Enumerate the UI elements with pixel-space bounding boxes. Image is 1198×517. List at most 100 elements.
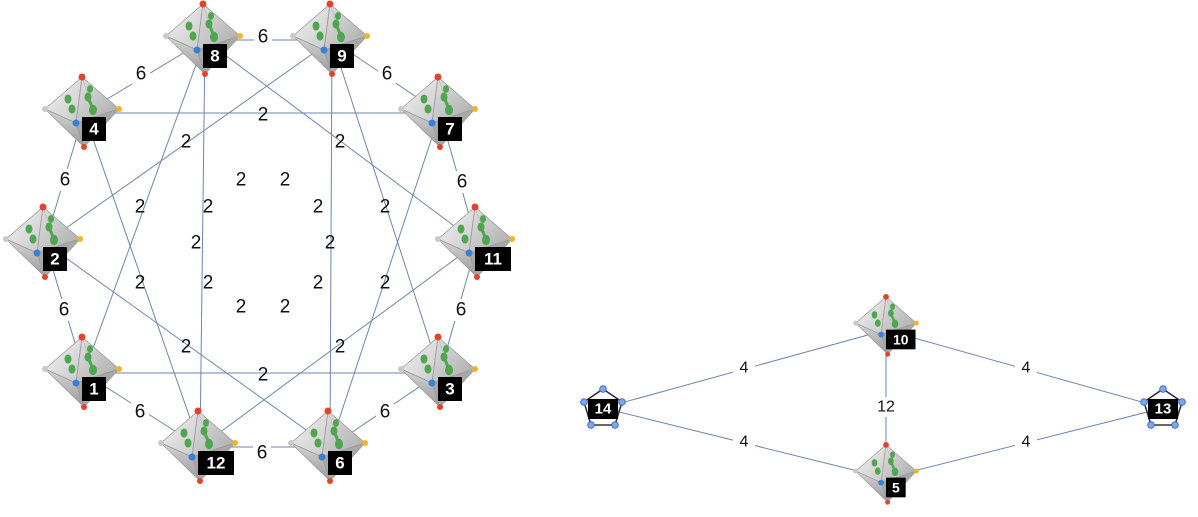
chord-11-12 — [199, 242, 478, 448]
edge-label-2-4: 6 — [60, 170, 71, 191]
chord-label: 2 — [280, 170, 291, 191]
edge-label-bg — [132, 63, 150, 85]
node-label-bg — [886, 477, 906, 498]
node-2[interactable]: 2 — [3, 203, 83, 281]
edge-label-14-10: 4 — [740, 360, 749, 377]
node-5[interactable]: 5 — [853, 441, 919, 505]
node-label-bg — [1148, 399, 1178, 419]
node-label-bg — [203, 44, 227, 68]
chord-label: 2 — [236, 297, 247, 318]
chord-label: 2 — [181, 337, 192, 358]
chord-label: 2 — [335, 337, 346, 358]
octahedron-icon — [853, 441, 919, 505]
node-10[interactable]: 10 — [853, 293, 919, 357]
chord-9-3 — [331, 39, 441, 374]
node-7[interactable]: 7 — [398, 73, 478, 151]
node-3[interactable]: 3 — [398, 333, 478, 411]
edge-label-bg — [56, 169, 74, 191]
octahedron-icon — [435, 203, 515, 280]
node-1[interactable]: 1 — [42, 333, 122, 411]
chord-label: 2 — [135, 273, 146, 294]
node-label-bg — [438, 377, 462, 401]
node-11[interactable]: 11 — [435, 203, 515, 281]
chord-label: 2 — [313, 197, 324, 218]
octahedron-icon — [398, 73, 478, 150]
edge-label-bg — [453, 171, 471, 193]
edge-label-9-7: 6 — [382, 64, 393, 85]
node-6[interactable]: 6 — [288, 407, 368, 485]
chord-label: 2 — [191, 233, 202, 254]
edge-label-6-12: 6 — [257, 443, 268, 464]
node-label: 4 — [89, 120, 99, 139]
chord-label: 2 — [380, 273, 391, 294]
chord-label: 2 — [135, 197, 146, 218]
node-label-bg — [330, 44, 354, 68]
node-label-bg — [886, 329, 916, 350]
node-4[interactable]: 4 — [42, 73, 122, 151]
node-label: 8 — [210, 47, 219, 66]
node-8[interactable]: 8 — [163, 0, 243, 78]
chord-label: 2 — [203, 273, 214, 294]
chord-label: 2 — [258, 105, 269, 126]
chord-1-8 — [83, 39, 206, 374]
edge-label-bg — [376, 401, 394, 423]
edge-label-bg — [452, 299, 470, 321]
edge-label-4-8: 6 — [136, 64, 147, 85]
node-label: 1 — [89, 380, 98, 399]
edge-label-7-11: 6 — [457, 172, 468, 193]
node-label-bg — [475, 247, 511, 271]
edge-label-bg — [733, 432, 755, 452]
node-label: 12 — [207, 454, 226, 473]
chord-label: 2 — [335, 132, 346, 153]
chord-label: 2 — [325, 233, 336, 254]
node-label: 5 — [892, 479, 900, 495]
chord-label: 2 — [280, 297, 291, 318]
edge-label-bg — [253, 442, 271, 464]
chord-label: 2 — [203, 197, 214, 218]
chord-label: 2 — [258, 365, 269, 386]
chord-6-2 — [44, 242, 331, 448]
chord-2-9 — [44, 39, 333, 244]
chord-6-9 — [329, 39, 333, 448]
edge-label-10-5: 12 — [877, 399, 895, 416]
node-label-bg — [328, 451, 352, 475]
chord-7-6 — [329, 112, 441, 448]
node-label-bg — [43, 247, 67, 271]
node-13[interactable]: 13 — [1140, 385, 1186, 429]
node-label: 7 — [445, 120, 454, 139]
chord-label: 2 — [313, 273, 324, 294]
edge-label-1-2: 6 — [59, 300, 70, 321]
node-label-bg — [438, 117, 462, 141]
edge-label-12-1: 6 — [135, 402, 146, 423]
edge-label-bg — [254, 26, 272, 48]
node-label: 13 — [1155, 401, 1172, 418]
chord-label: 2 — [181, 132, 192, 153]
node-label: 10 — [893, 331, 909, 347]
node-14[interactable]: 14 — [580, 385, 626, 429]
edge-label-bg — [875, 397, 897, 417]
node-12[interactable]: 12 — [158, 407, 238, 485]
edge-label-bg — [55, 299, 73, 321]
node-label: 6 — [335, 454, 344, 473]
chord-12-4 — [83, 112, 201, 448]
chord-label: 2 — [380, 197, 391, 218]
node-label: 11 — [484, 250, 502, 269]
chord-12-8 — [199, 39, 206, 448]
octahedron-icon — [158, 407, 238, 484]
node-label-bg — [588, 399, 618, 419]
edge-label-bg — [131, 401, 149, 423]
edge-label-bg — [733, 358, 755, 378]
edge-label-bg — [1015, 358, 1037, 378]
chord-8-11 — [204, 39, 478, 244]
edge-label-3-6: 6 — [380, 402, 391, 423]
node-label-bg — [82, 117, 106, 141]
node-label: 9 — [337, 47, 346, 66]
edge-label-5-13: 4 — [1022, 434, 1031, 451]
node-label: 2 — [50, 250, 59, 269]
node-label: 14 — [595, 401, 612, 418]
node-9[interactable]: 9 — [290, 0, 370, 78]
edge-label-bg — [1015, 432, 1037, 452]
